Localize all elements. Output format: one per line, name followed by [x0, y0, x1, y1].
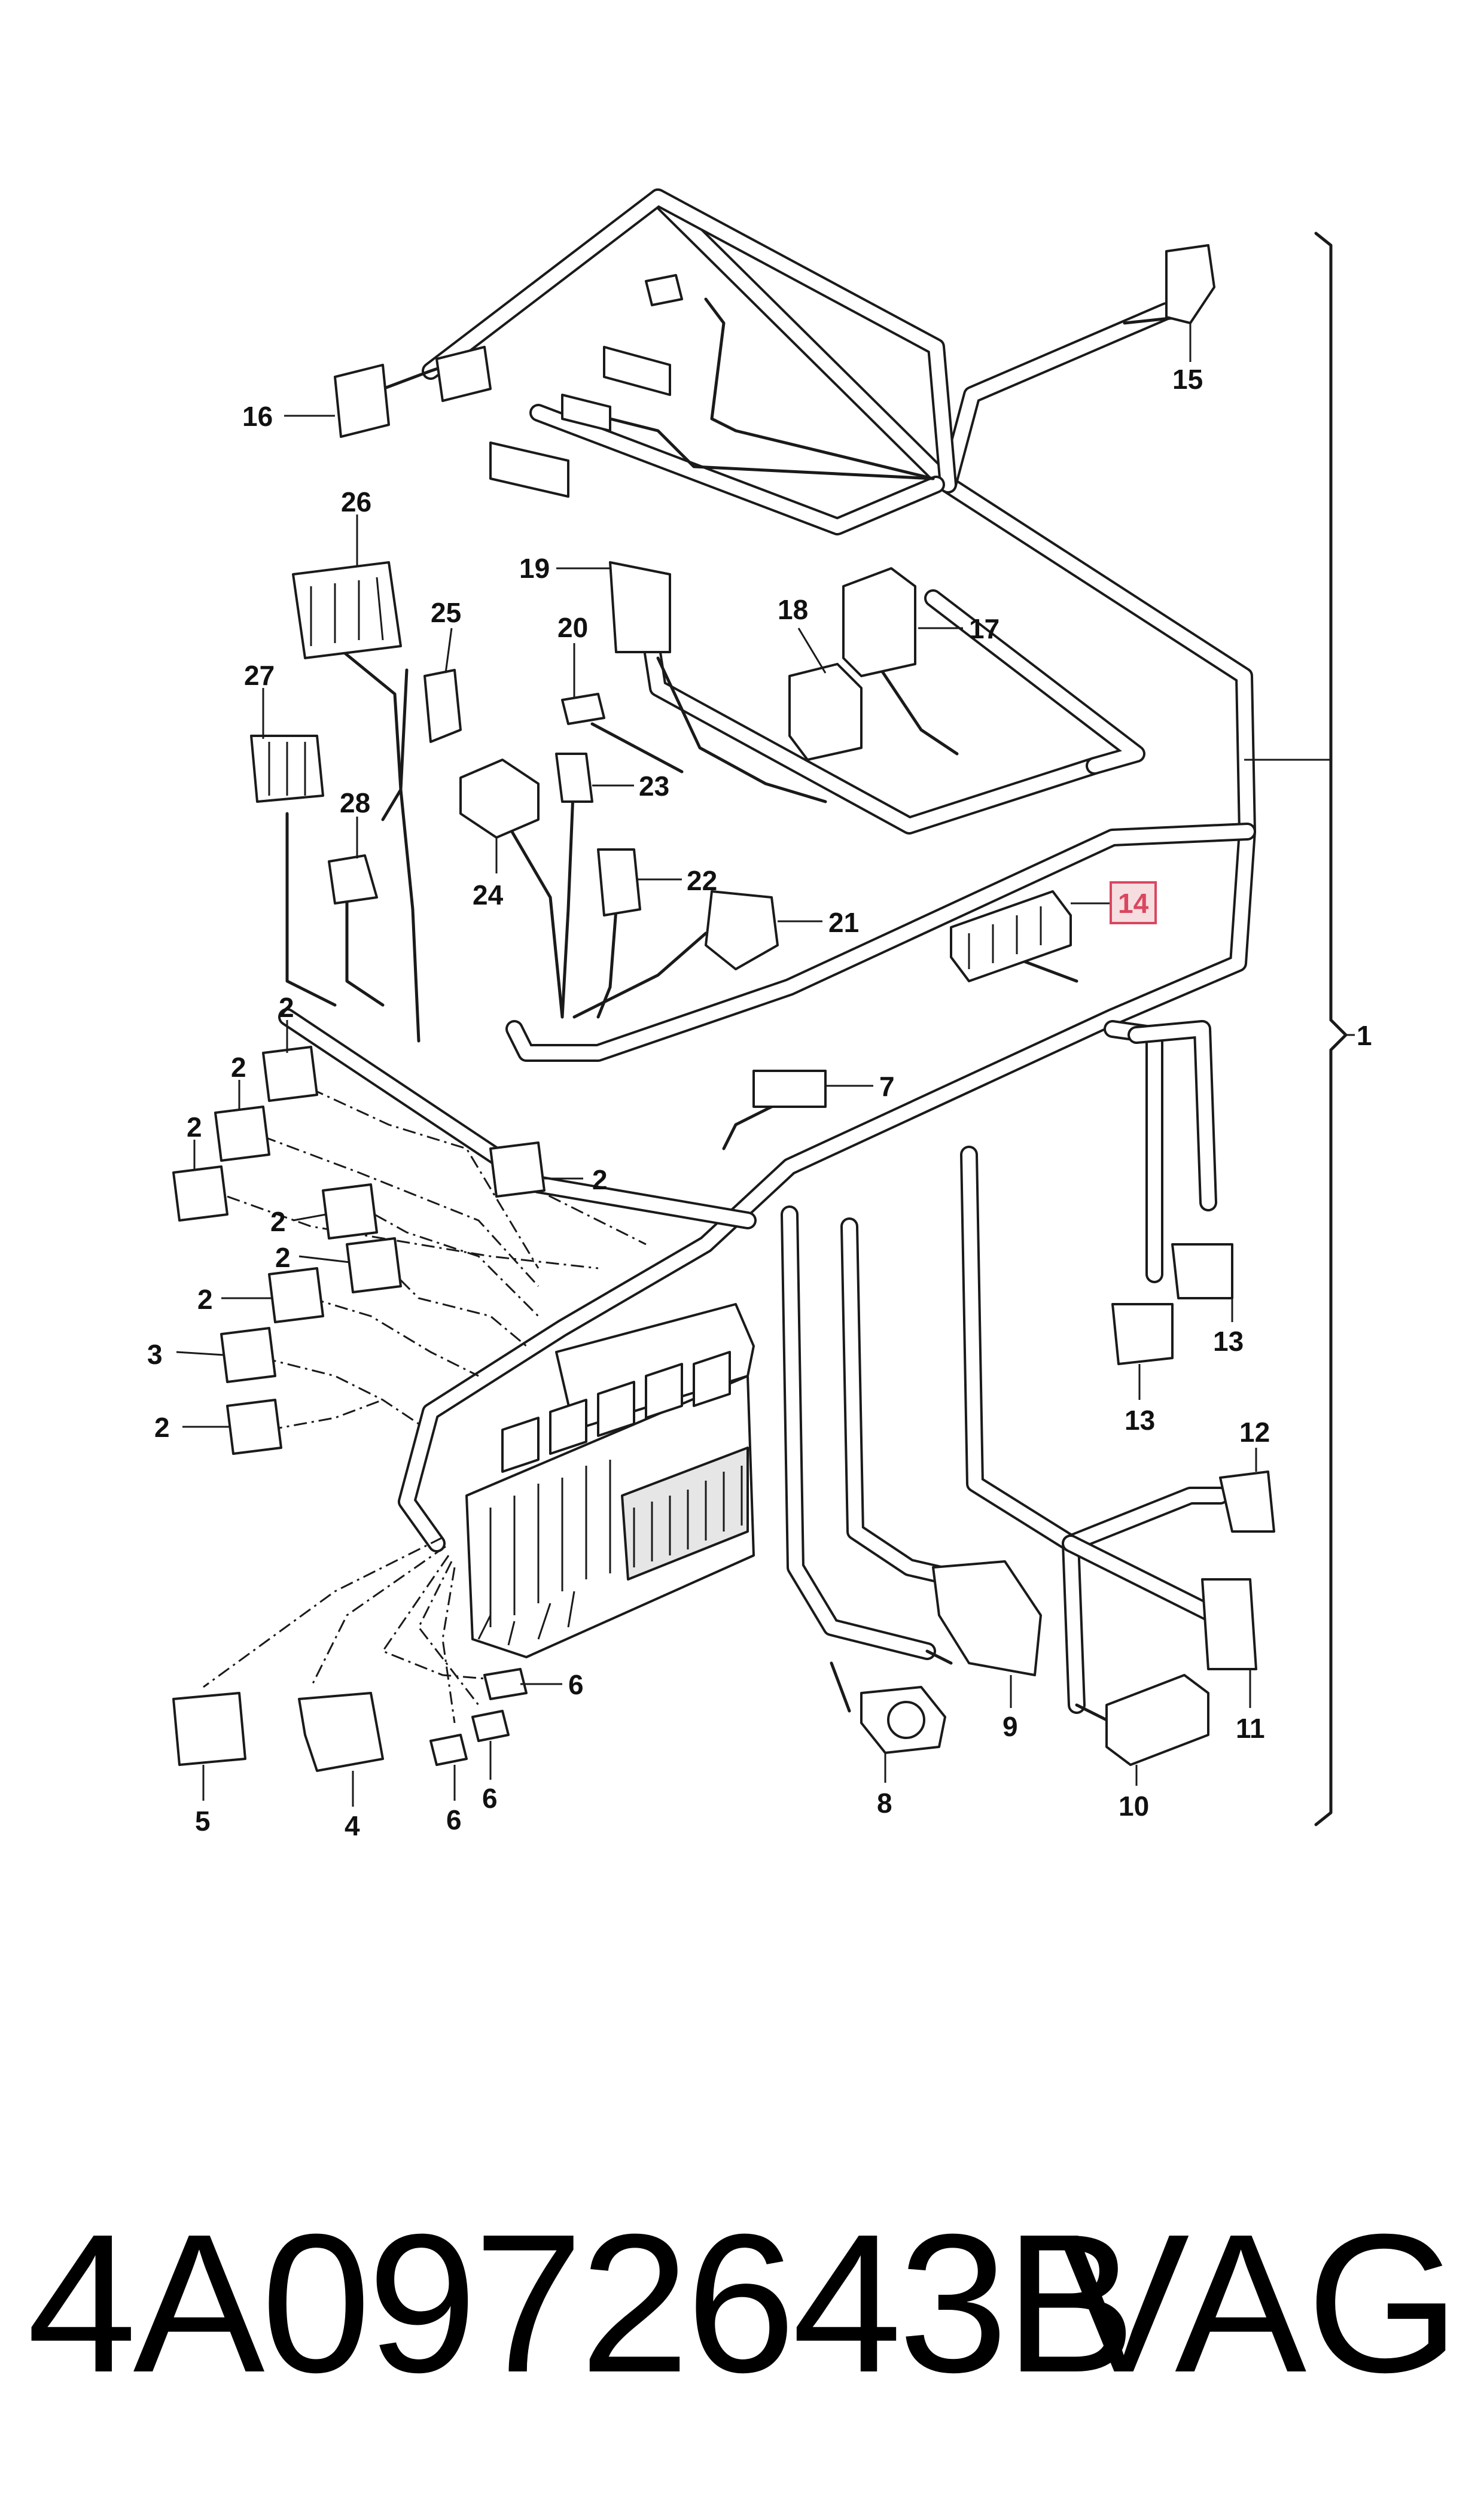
wiring-harness-diagram: 1 15 16 26 19 17 18 20 25 27 28 23 24 22… — [147, 188, 1372, 1841]
callout-16[interactable]: 16 — [242, 401, 273, 432]
callout-13-lower[interactable]: 13 — [1125, 1405, 1155, 1436]
callout-2-f[interactable]: 2 — [275, 1242, 291, 1273]
callout-24[interactable]: 24 — [473, 879, 504, 911]
callout-6-right[interactable]: 6 — [568, 1669, 584, 1700]
callout-2-c[interactable]: 2 — [187, 1112, 202, 1143]
leader-lines — [176, 323, 1355, 1807]
callout-14[interactable]: 14 — [1118, 888, 1149, 919]
callout-10[interactable]: 10 — [1119, 1791, 1149, 1822]
callout-20[interactable]: 20 — [557, 612, 588, 643]
highlight-box-14 — [1110, 881, 1157, 924]
fuse-relay-box — [465, 1303, 755, 1658]
callout-22[interactable]: 22 — [687, 865, 717, 896]
callout-28[interactable]: 28 — [340, 787, 370, 818]
branch-wires — [285, 297, 1183, 1725]
connector-parts — [172, 244, 1275, 1772]
callout-17[interactable]: 17 — [969, 613, 1000, 644]
callout-27[interactable]: 27 — [244, 660, 275, 691]
callout-18[interactable]: 18 — [778, 594, 808, 625]
callout-4[interactable]: 4 — [345, 1810, 360, 1841]
main-harness — [278, 188, 1256, 1714]
callout-12[interactable]: 12 — [1239, 1417, 1270, 1448]
callout-3[interactable]: 3 — [147, 1339, 163, 1370]
callout-6-left[interactable]: 6 — [446, 1804, 462, 1835]
callout-26[interactable]: 26 — [341, 486, 371, 517]
callout-11[interactable]: 11 — [1236, 1713, 1265, 1744]
callout-labels: 1 15 16 26 19 17 18 20 25 27 28 23 24 22… — [147, 364, 1372, 1841]
callout-2-a[interactable]: 2 — [279, 992, 294, 1023]
connector-dashed-wires — [203, 1088, 647, 1724]
callout-19[interactable]: 19 — [519, 553, 550, 584]
brand-name: VAG — [1058, 2193, 1460, 2413]
callout-23[interactable]: 23 — [639, 771, 669, 802]
callout-2-g[interactable]: 2 — [197, 1284, 213, 1315]
assembly-bracket — [1314, 232, 1348, 1826]
callout-13-upper[interactable]: 13 — [1213, 1326, 1244, 1357]
callout-2-e[interactable]: 2 — [270, 1206, 286, 1237]
callout-7[interactable]: 7 — [879, 1071, 895, 1102]
callout-2-h[interactable]: 2 — [154, 1412, 170, 1443]
callout-2-b[interactable]: 2 — [231, 1052, 246, 1083]
callout-5[interactable]: 5 — [195, 1805, 211, 1837]
callout-15[interactable]: 15 — [1172, 364, 1203, 395]
footer: 4A0972643B VAG — [0, 2178, 1484, 2429]
callout-1[interactable]: 1 — [1357, 1020, 1372, 1051]
callout-6-middle[interactable]: 6 — [482, 1783, 498, 1814]
callout-25[interactable]: 25 — [431, 597, 461, 628]
callout-8[interactable]: 8 — [877, 1788, 892, 1819]
callout-9[interactable]: 9 — [1002, 1711, 1018, 1742]
part-number: 4A0972643B — [27, 2193, 1136, 2413]
callout-21[interactable]: 21 — [828, 907, 859, 938]
callout-2-d[interactable]: 2 — [592, 1164, 608, 1195]
